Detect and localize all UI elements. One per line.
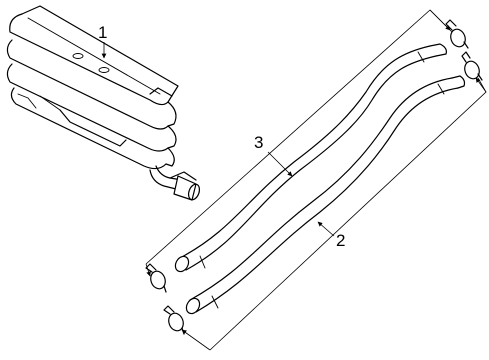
hose-clamp-upper-right bbox=[445, 19, 469, 49]
mount-hole-icon bbox=[98, 67, 110, 73]
hose-clamp-upper-left bbox=[145, 263, 167, 293]
callout-2-label: 2 bbox=[336, 231, 345, 250]
leader-lines bbox=[101, 9, 487, 351]
mount-hole-icon bbox=[72, 53, 84, 59]
lower-cooler-hose bbox=[185, 75, 466, 315]
callout-1-label: 1 bbox=[98, 23, 107, 42]
oil-cooler bbox=[6, 5, 201, 201]
hose-clamp-lower-right bbox=[461, 51, 483, 81]
callout-3-label: 3 bbox=[254, 133, 263, 152]
upper-cooler-hose bbox=[174, 43, 447, 273]
